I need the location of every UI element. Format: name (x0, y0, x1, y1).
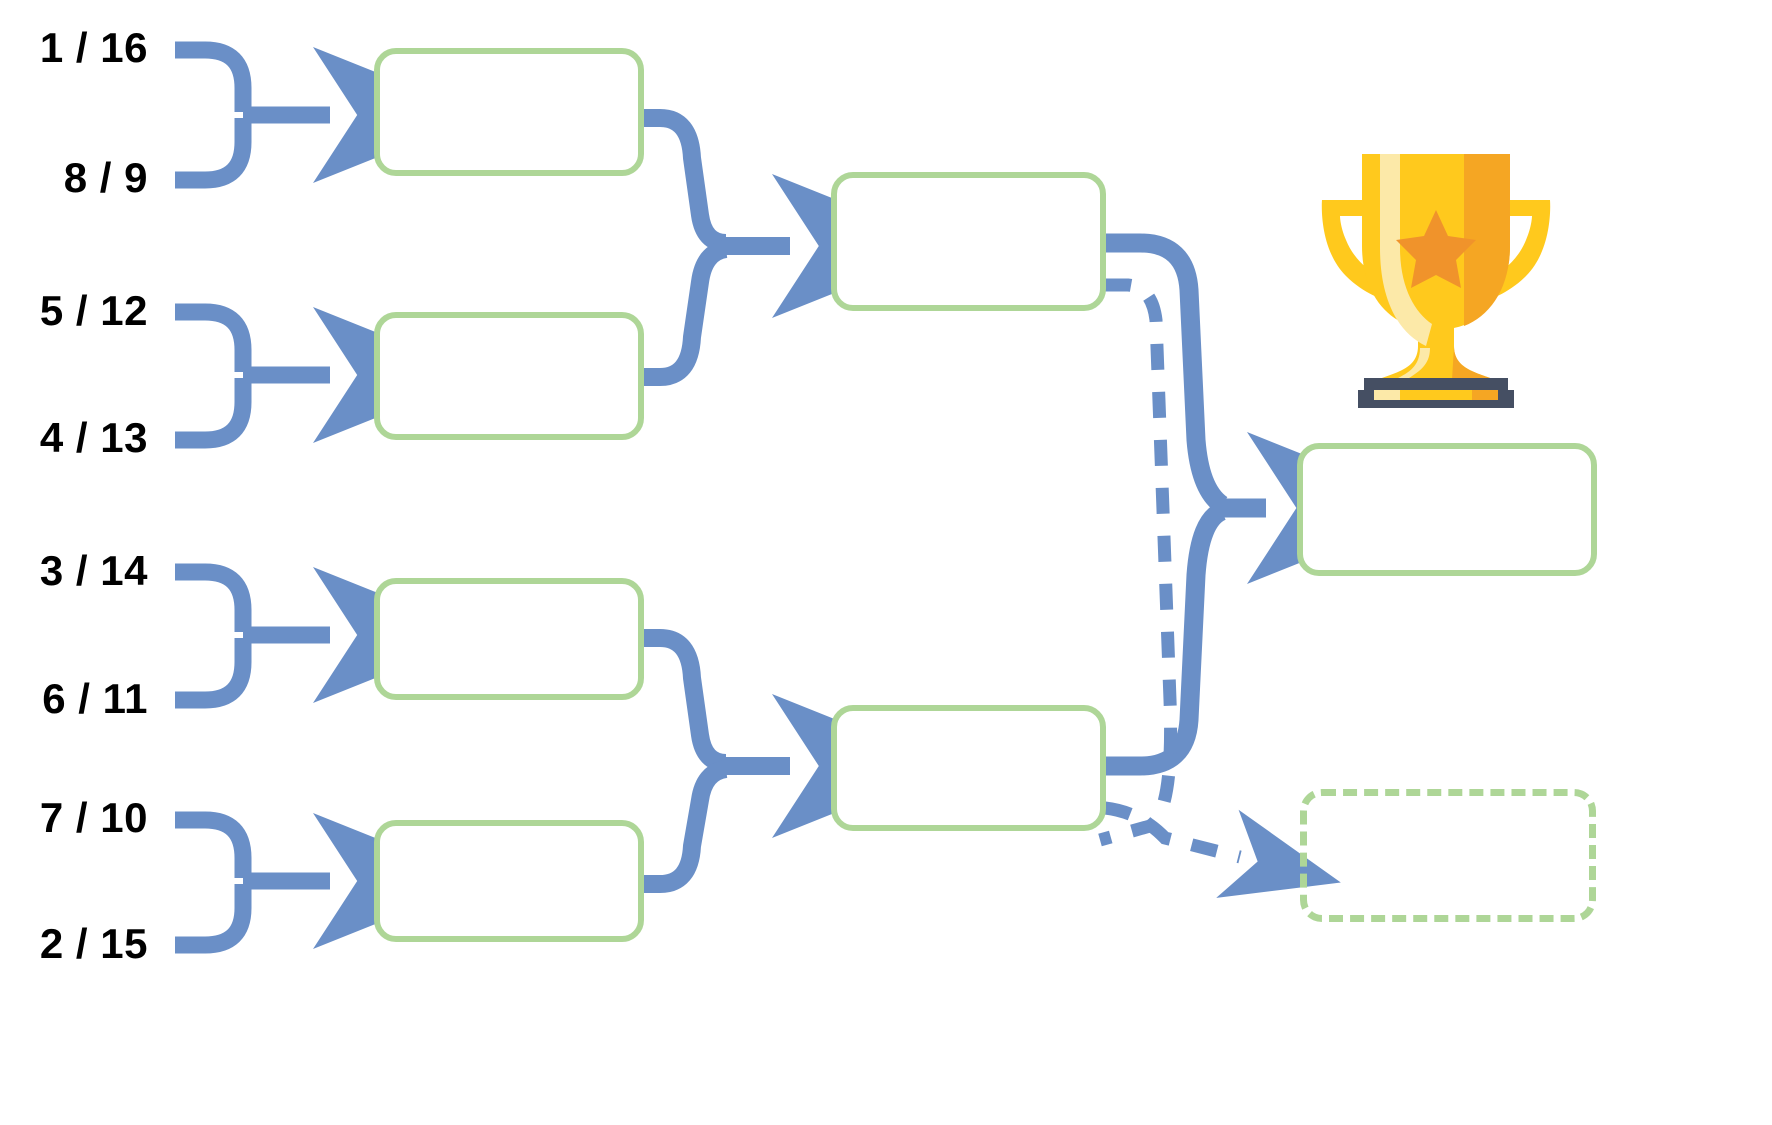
connector-runner-up-dashed (1098, 278, 1341, 898)
seed-label-4: 4 / 13 (39, 414, 148, 461)
connector-seed-pair-4 (175, 811, 483, 954)
semifinal-slot-2[interactable] (831, 705, 1106, 831)
trophy-base-band-dark (1472, 390, 1498, 402)
quarterfinal-slot-4[interactable] (374, 820, 644, 942)
seed-label-3: 5 / 12 (39, 287, 148, 334)
trophy-graphic (1321, 154, 1551, 410)
seed-label-5: 3 / 14 (39, 547, 148, 594)
seed-label-2: 8 / 9 (63, 154, 148, 201)
trophy-stem-highlight (1394, 348, 1430, 380)
trophy-stem-shadow (1452, 346, 1496, 380)
semifinal-slot-1[interactable] (831, 172, 1106, 311)
trophy-base-top (1364, 378, 1508, 390)
connector-seed-pair-2 (175, 303, 483, 449)
connector-final (1105, 233, 1437, 776)
connector-seed-pair-3 (175, 563, 483, 709)
star-icon (1396, 210, 1476, 288)
connector-quarterfinal-pair-1 (637, 109, 952, 386)
champion-slot[interactable] (1297, 443, 1597, 576)
seed-label-6: 6 / 11 (42, 675, 148, 722)
trophy-handle-right (1482, 176, 1551, 302)
seed-label-8: 2 / 15 (39, 920, 148, 967)
quarterfinal-slot-1[interactable] (374, 48, 644, 176)
quarterfinal-slot-2[interactable] (374, 312, 644, 440)
trophy-cup-shadow (1464, 154, 1510, 326)
runner-up-slot[interactable] (1300, 789, 1596, 922)
trophy-base-bottom (1358, 400, 1514, 410)
seed-label-7: 7 / 10 (39, 794, 148, 841)
connector-seed-pair-1 (175, 41, 483, 189)
seed-label-1: 1 / 16 (39, 24, 148, 71)
trophy-highlight (1380, 154, 1432, 346)
trophy-base-band-light (1374, 390, 1400, 402)
quarterfinal-slot-3[interactable] (374, 578, 644, 700)
trophy-base-band (1374, 390, 1498, 402)
connector-quarterfinal-pair-2 (637, 629, 952, 893)
trophy-handle-left (1321, 176, 1390, 302)
trophy-icon (1302, 136, 1570, 410)
